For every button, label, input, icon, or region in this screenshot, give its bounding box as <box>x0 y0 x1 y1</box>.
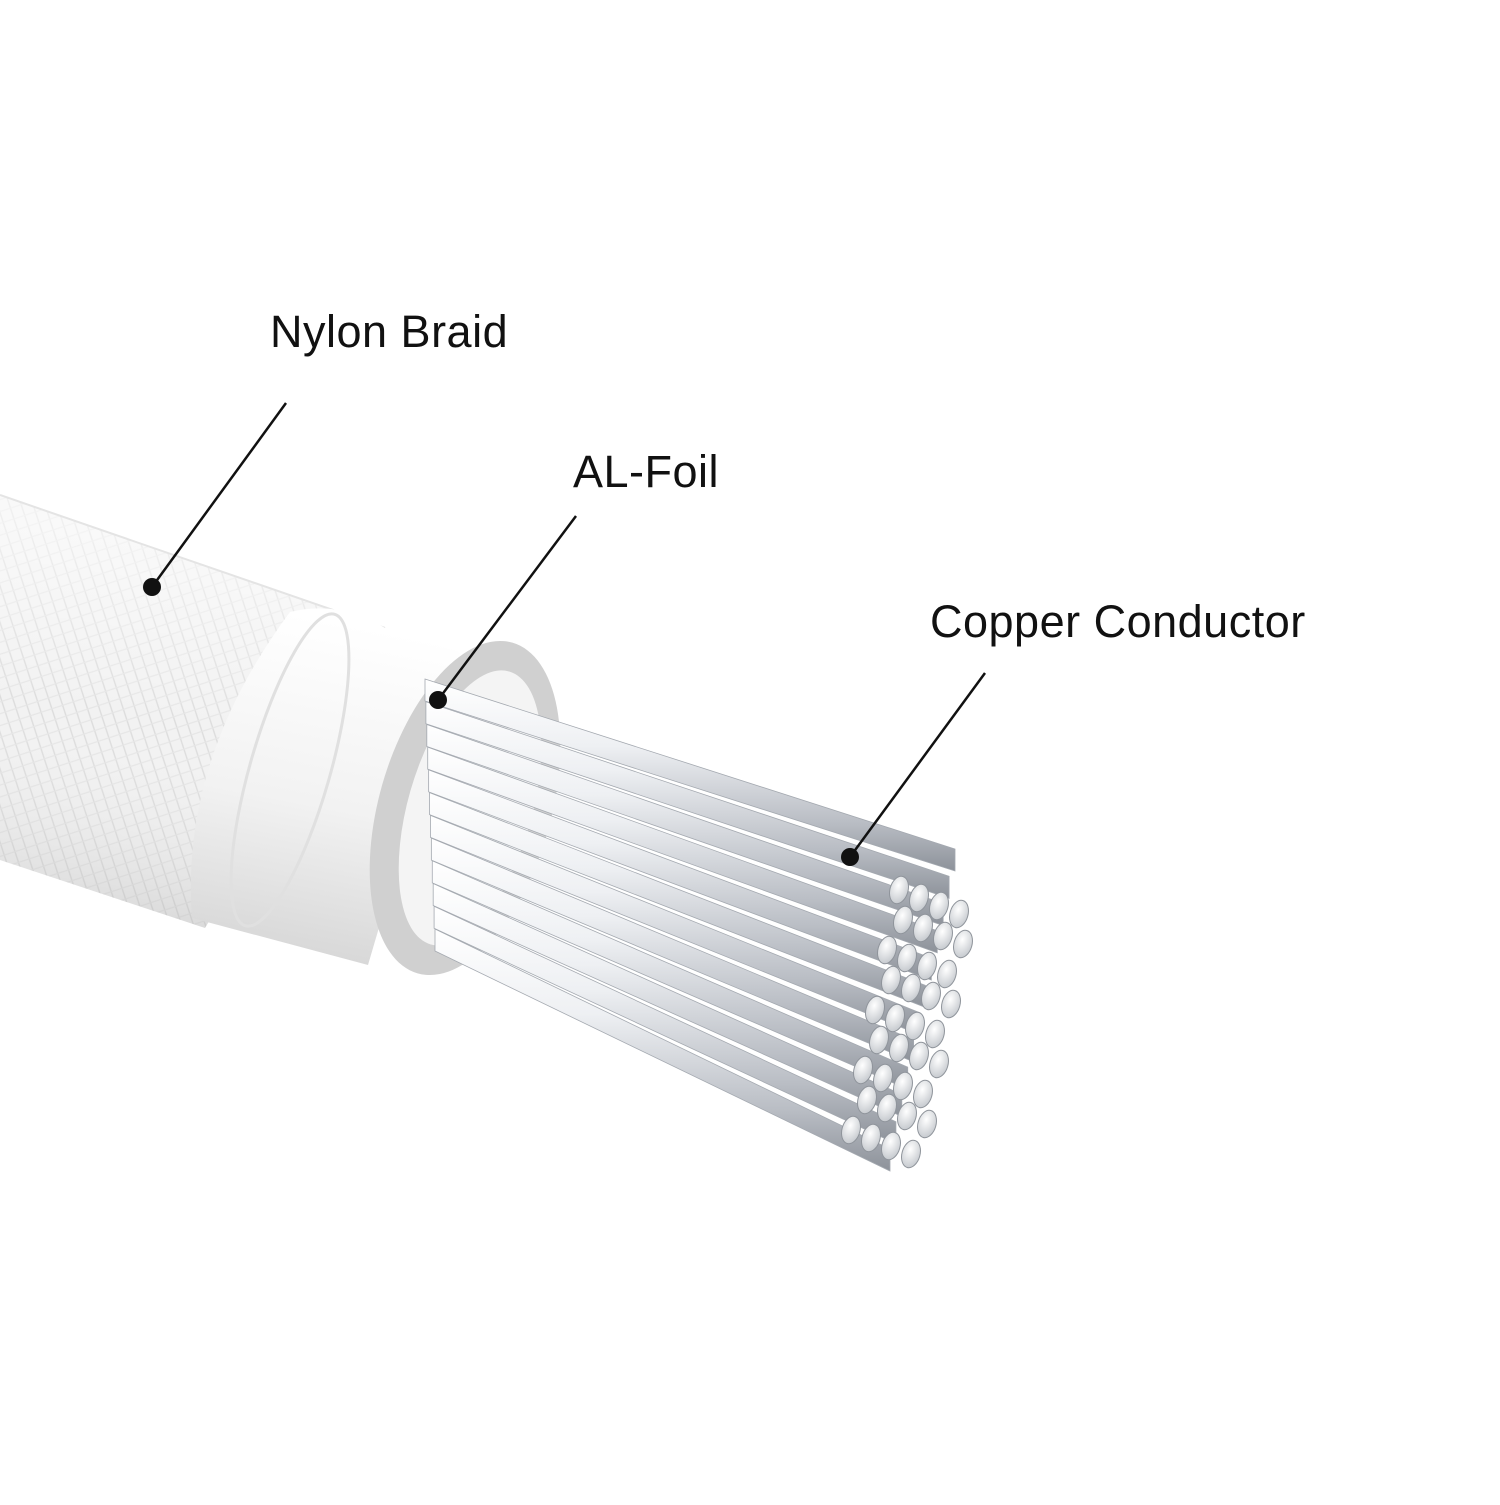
strand-end <box>873 1063 893 1093</box>
strand-end <box>865 995 885 1025</box>
strand-end <box>853 1055 873 1085</box>
strand-end <box>925 1019 945 1049</box>
strand-end <box>901 973 921 1003</box>
leader-dot-foil <box>429 691 447 709</box>
strand-end <box>889 1033 909 1063</box>
leader-dot-copper <box>841 848 859 866</box>
strand-end <box>909 883 929 913</box>
strand-end <box>885 1003 905 1033</box>
strand-end <box>913 1079 933 1109</box>
strand-end <box>897 1101 917 1131</box>
strand-end <box>909 1041 929 1071</box>
strand-end <box>881 1131 901 1161</box>
strand-end <box>897 943 917 973</box>
strand-end <box>893 1071 913 1101</box>
strand <box>424 678 956 872</box>
strand-end <box>953 929 973 959</box>
strand-end <box>929 891 949 921</box>
strand <box>428 769 932 981</box>
strand-end <box>881 965 901 995</box>
strand-end <box>841 1115 861 1145</box>
strand <box>427 746 938 954</box>
label-al-foil: AL-Foil <box>573 446 720 497</box>
strand-end <box>913 913 933 943</box>
strand-end <box>869 1025 889 1055</box>
nylon-braid-jacket <box>0 494 386 928</box>
strand-end <box>929 1049 949 1079</box>
strand <box>425 701 950 899</box>
strand-end <box>917 951 937 981</box>
strand-end <box>921 981 941 1011</box>
strand-end <box>861 1123 881 1153</box>
strand-end <box>889 875 909 905</box>
braid-cut-edge <box>229 612 351 928</box>
leader-line-foil <box>437 515 577 701</box>
strand-end <box>933 921 953 951</box>
strand <box>434 928 891 1172</box>
label-nylon-braid: Nylon Braid <box>270 306 509 357</box>
copper-conductor-strands <box>424 678 973 1172</box>
label-copper-conductor: Copper Conductor <box>930 596 1306 647</box>
leader-lines <box>143 402 987 866</box>
strand-end <box>941 989 961 1019</box>
leader-dot-nylon <box>143 578 161 596</box>
strand-end <box>857 1085 877 1115</box>
strand-end <box>877 935 897 965</box>
strand-end <box>949 899 969 929</box>
strand-end <box>937 959 957 989</box>
strand-end <box>893 905 913 935</box>
strand-end <box>877 1093 897 1123</box>
strand-end <box>905 1011 925 1041</box>
leader-line-nylon <box>150 402 288 588</box>
leader-line-copper <box>848 672 987 858</box>
strand-end <box>901 1139 921 1169</box>
strand-end <box>917 1109 937 1139</box>
